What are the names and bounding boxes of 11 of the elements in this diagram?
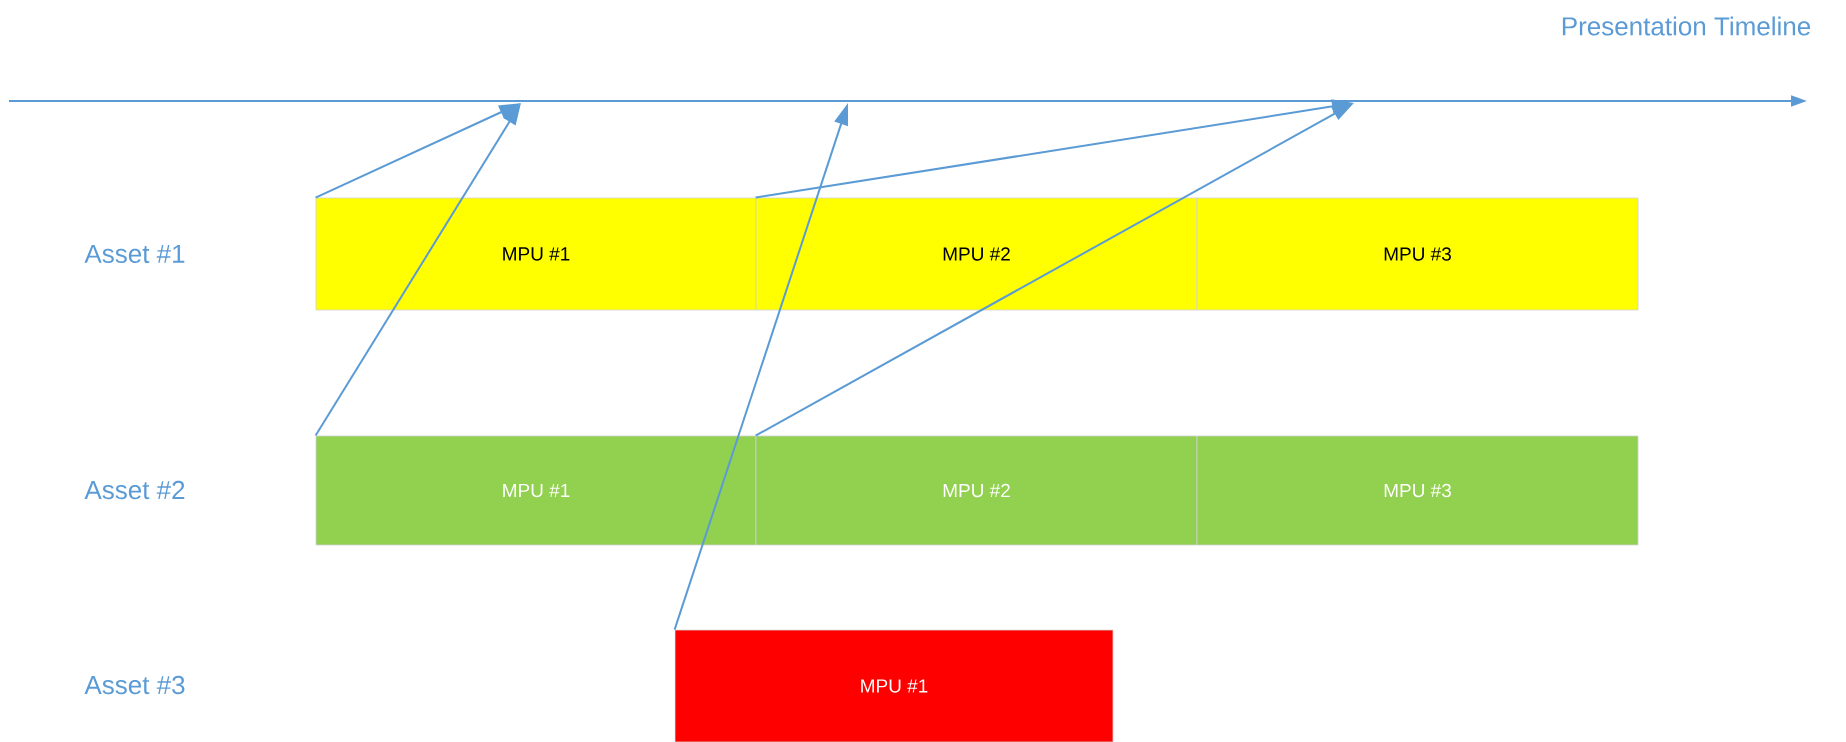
row-label: Asset #2 [84, 480, 185, 500]
row-label: Asset #3 [84, 675, 185, 695]
mpu-box: MPU #1 [315, 435, 757, 546]
row-label: Asset #1 [84, 244, 185, 264]
mpu-box: MPU #2 [755, 435, 1198, 546]
mpu-box: MPU #2 [755, 197, 1198, 311]
mpu-box: MPU #1 [315, 197, 757, 311]
timeline-label: Presentation Timeline [1562, 16, 1811, 36]
mpu-box: MPU #3 [1196, 197, 1639, 311]
mpu-box: MPU #1 [674, 629, 1114, 742]
mpu-box: MPU #3 [1196, 435, 1639, 546]
